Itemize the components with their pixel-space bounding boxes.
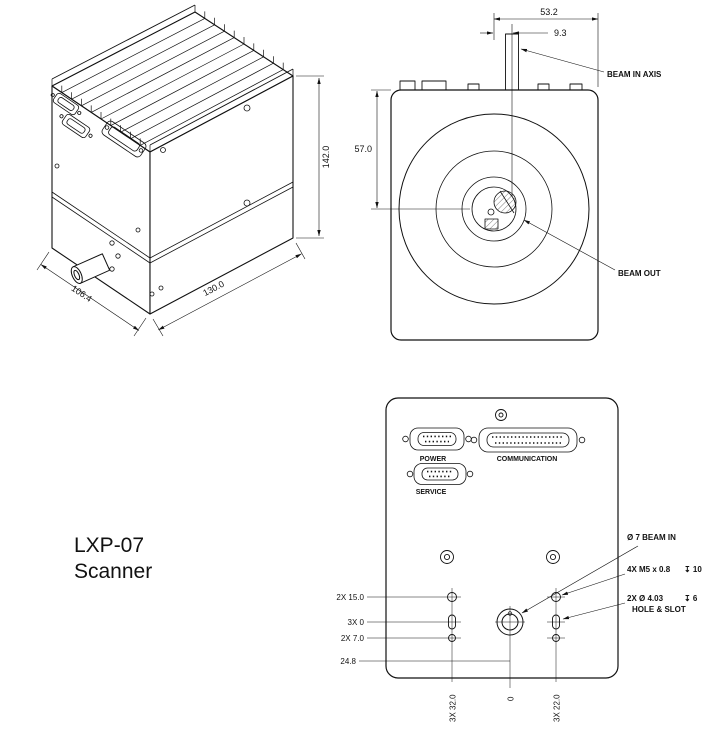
dim-32-label: 3X 32.0: [449, 694, 458, 722]
iso-dsub-large: [101, 120, 147, 158]
beam-in-annotation: Ø 7 BEAM IN: [627, 533, 676, 542]
beam-out-label: BEAM OUT: [618, 269, 661, 278]
power-connector: [402, 427, 472, 451]
hole-slot-annotation: HOLE & SLOT: [632, 605, 686, 614]
dim-x0-label: 0: [507, 696, 516, 701]
communication-connector: [470, 427, 586, 453]
iso-dimension-lines: [36, 75, 324, 337]
iso-fin-teeth: [51, 5, 294, 152]
front-dim-beamoffset-label: 9.3: [554, 28, 567, 38]
power-label: POWER: [420, 456, 446, 463]
communication-label: COMMUNICATION: [497, 456, 558, 463]
service-label: SERVICE: [416, 489, 447, 496]
product-title-line2: Scanner: [74, 560, 152, 583]
m5-annotation: 4X M5 x 0.8: [627, 565, 671, 574]
dim-248-label: 24.8: [340, 657, 356, 666]
hole-slot-leader: [562, 602, 626, 620]
beam-in-leader: [521, 545, 639, 614]
front-body-outline: [390, 89, 599, 341]
iso-view: [36, 4, 324, 337]
iso-base-seam: [51, 181, 294, 264]
front-dim-halfwidth-label: 53.2: [540, 7, 558, 17]
front-view: [371, 13, 616, 341]
hole-annotation: 2X Ø 4.03: [627, 594, 664, 603]
iso-dim-height-label: 142.0: [321, 146, 331, 169]
m5-leader: [561, 573, 626, 596]
front-dimension-lines: [371, 13, 616, 271]
dim-0-label: 3X 0: [348, 618, 365, 627]
beam-out-leader: [523, 219, 616, 271]
dim-7-label: 2X 7.0: [341, 634, 365, 643]
bottom-dim-leader-lines: [359, 596, 510, 662]
front-dim-beamheight-label: 57.0: [354, 144, 372, 154]
beam-in-axis-label: BEAM IN AXIS: [607, 70, 662, 79]
iso-fin-top-edges: [51, 4, 294, 146]
beam-in-axis-leader: [520, 48, 605, 73]
right-annotation-leaders: [521, 545, 639, 620]
product-title-line1: LXP-07: [74, 534, 144, 557]
iso-dsub-small-2: [59, 113, 93, 139]
bottom-top-screw: [495, 409, 507, 421]
front-mirror-mechanism: [371, 34, 517, 230]
dim-15-label: 2X 15.0: [336, 593, 364, 602]
bottom-case-screws: [440, 550, 560, 564]
hole-depth-annotation: ↧ 6: [684, 594, 698, 603]
bottom-body-outline: [385, 397, 619, 679]
bottom-view: [359, 397, 639, 688]
iso-dsub-small-1: [50, 92, 82, 116]
dim-22-label: 3X 22.0: [553, 694, 562, 722]
m5-depth-annotation: ↧ 10: [684, 565, 702, 574]
service-connector: [406, 463, 474, 485]
